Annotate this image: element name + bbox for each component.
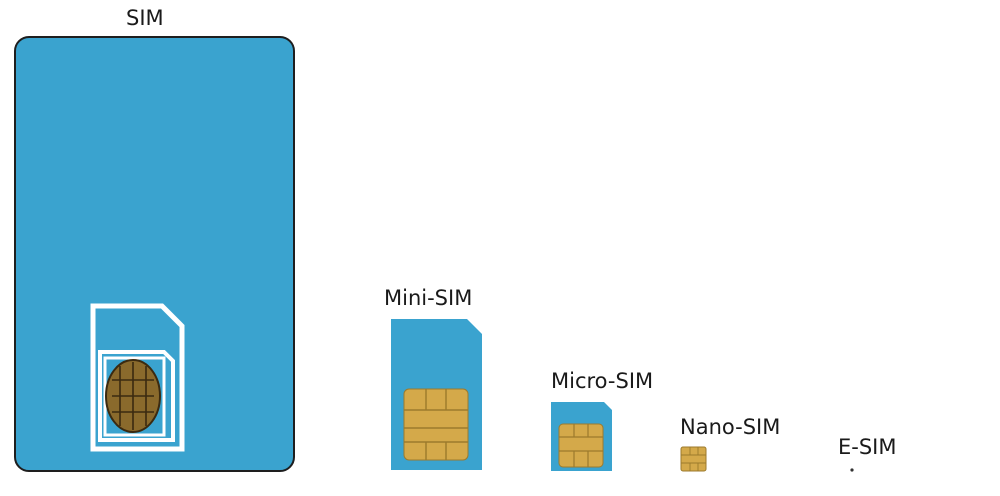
micro-sim-card (551, 402, 612, 471)
micro-sim-chip (558, 423, 604, 468)
micro-sim-label: Micro-SIM (551, 369, 654, 393)
mini-sim-chip (403, 388, 469, 461)
nano-sim-label: Nano-SIM (680, 415, 781, 439)
micro-sim-cutout (98, 350, 175, 442)
mini-sim-cutout (90, 303, 185, 452)
nano-sim-cutout (103, 356, 166, 437)
e-sim-chip (850, 468, 854, 472)
mini-sim-label: Mini-SIM (384, 286, 473, 310)
mini-sim-card (391, 319, 482, 470)
sim-label: SIM (126, 6, 164, 30)
e-sim-label: E-SIM (838, 435, 897, 459)
full-size-sim-card (14, 36, 295, 472)
sim-chip (105, 359, 161, 433)
nano-sim-card (680, 446, 707, 472)
